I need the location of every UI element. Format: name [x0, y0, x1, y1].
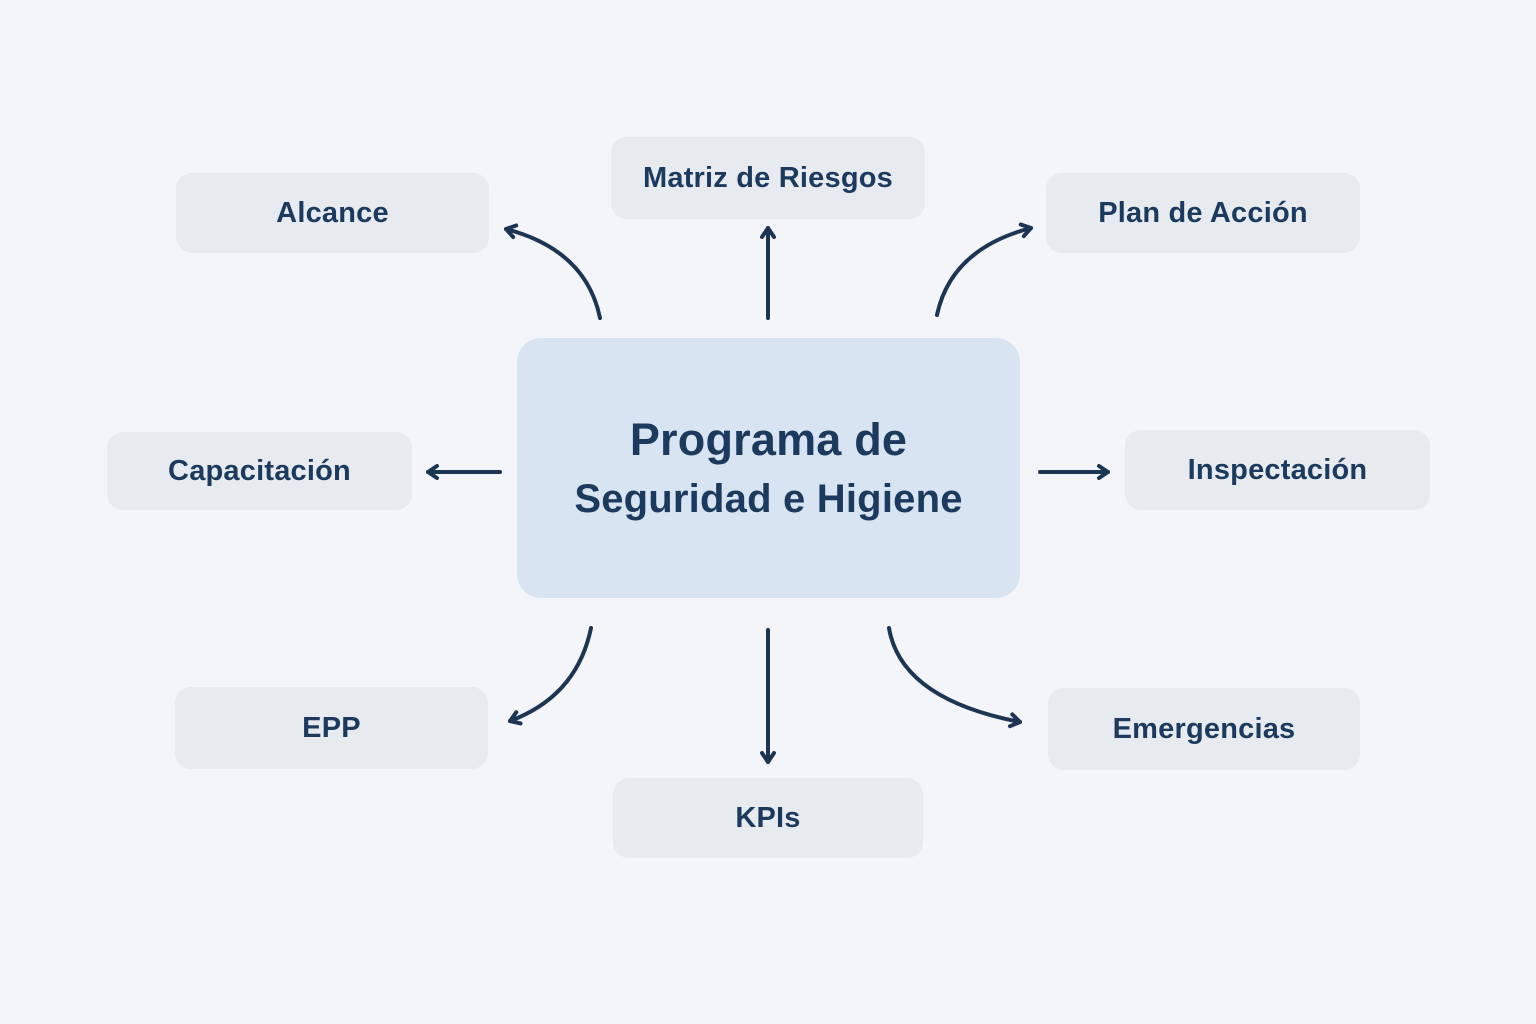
center-title-line2: Seguridad e Higiene	[574, 476, 963, 521]
node-alcance-label: Alcance	[276, 196, 389, 229]
arrow-to-alcance	[504, 223, 602, 320]
node-kpis-label: KPIs	[735, 801, 801, 834]
node-kpis: KPIs	[613, 778, 923, 858]
node-emergencias: Emergencias	[1048, 688, 1360, 770]
node-emergencias-label: Emergencias	[1112, 712, 1296, 745]
node-alcance: Alcance	[176, 173, 489, 253]
arrow-to-epp	[508, 626, 593, 726]
center-node-programa-seguridad-higiene: Programa de Seguridad e Higiene	[517, 338, 1020, 598]
node-plan-de-accion-label: Plan de Acción	[1098, 196, 1308, 229]
node-matriz-de-riesgos: Matriz de Riesgos	[611, 137, 925, 219]
node-capacitacion: Capacitación	[107, 432, 412, 510]
node-plan-de-accion: Plan de Acción	[1046, 173, 1360, 253]
arrow-to-emergencias	[887, 626, 1022, 729]
arrow-to-plan	[935, 222, 1033, 317]
node-inspectacion-label: Inspectación	[1187, 453, 1368, 486]
node-inspectacion: Inspectación	[1125, 430, 1430, 510]
node-epp-label: EPP	[302, 711, 361, 744]
center-title-line1: Programa de	[629, 414, 908, 466]
node-capacitacion-label: Capacitación	[168, 454, 351, 487]
node-epp: EPP	[175, 687, 488, 769]
node-matriz-de-riesgos-label: Matriz de Riesgos	[643, 161, 893, 194]
